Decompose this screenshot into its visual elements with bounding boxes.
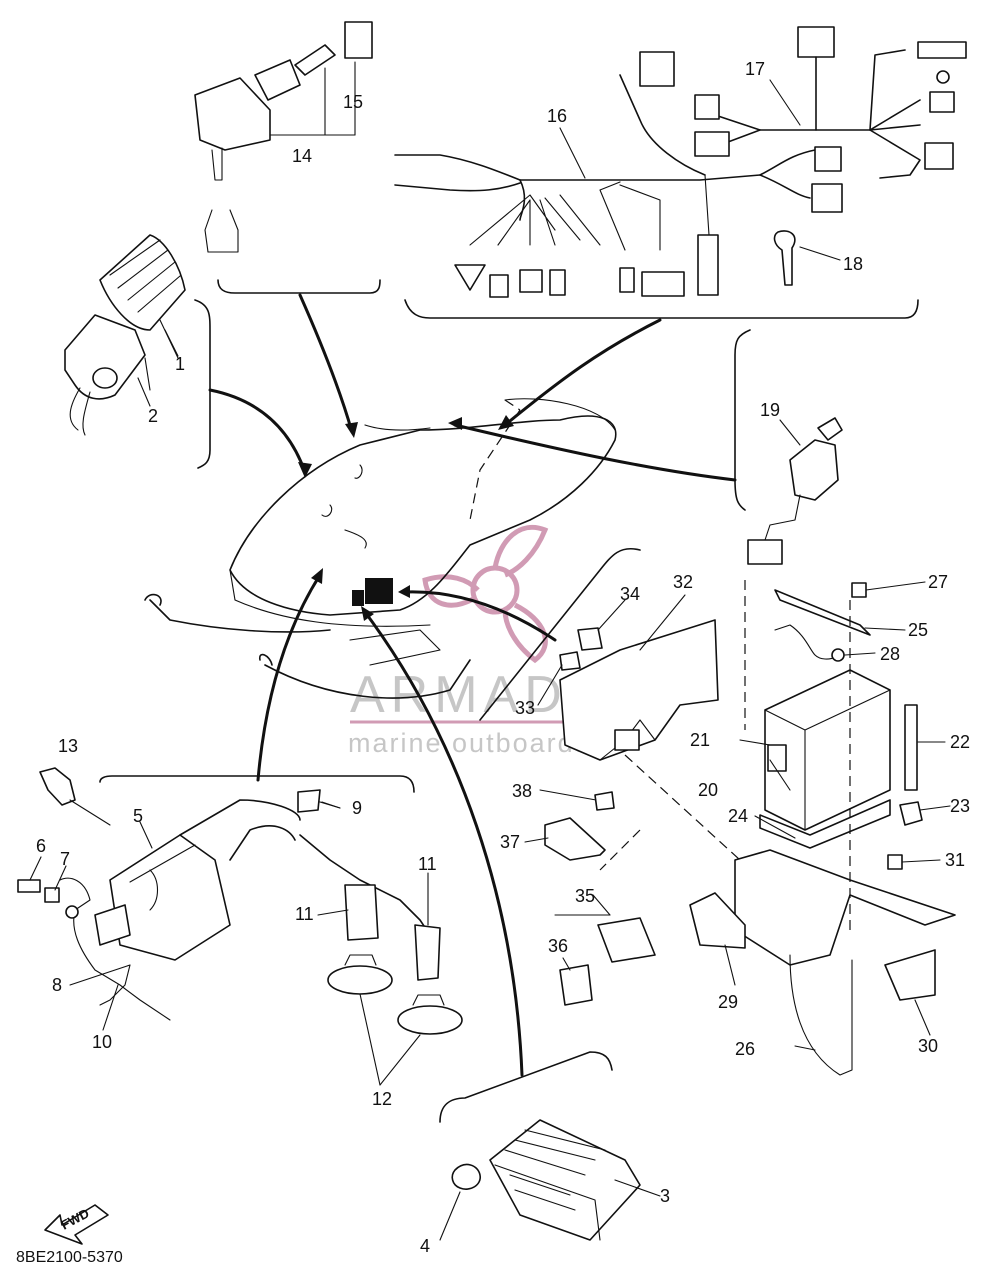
callout-7: 7: [60, 849, 70, 869]
callout-32: 32: [673, 572, 693, 592]
callout-4: 4: [420, 1236, 430, 1256]
callout-1: 1: [175, 354, 185, 374]
callout-2: 2: [148, 406, 158, 426]
callout-29: 29: [718, 992, 738, 1012]
callout-labels: 1 2 3 4 5 6 7 8 9 10 11 11 12 13 14 15 1…: [36, 59, 970, 1256]
callout-12: 12: [372, 1089, 392, 1109]
callout-38: 38: [512, 781, 532, 801]
callout-27: 27: [928, 572, 948, 592]
callout-9: 9: [352, 798, 362, 818]
relay-bracket-assembly: [544, 619, 741, 1006]
callout-37: 37: [500, 832, 520, 852]
callout-20: 20: [698, 780, 718, 800]
callout-6: 6: [36, 836, 46, 856]
callout-19: 19: [760, 400, 780, 420]
battery-assembly: [689, 580, 956, 1076]
ignition-coil-assembly: [17, 767, 463, 1035]
callout-13: 13: [58, 736, 78, 756]
callout-16: 16: [547, 106, 567, 126]
snowmobile-outline: [144, 398, 617, 699]
callout-11a: 11: [295, 904, 314, 924]
callout-35: 35: [575, 886, 595, 906]
watermark-subtitle: marine outboards: [348, 728, 590, 758]
callout-34: 34: [620, 584, 640, 604]
callout-25: 25: [908, 620, 928, 640]
handlebar-switch: [64, 234, 186, 436]
callout-23: 23: [950, 796, 970, 816]
callout-11b: 11: [418, 854, 437, 874]
main-switch: [194, 21, 373, 253]
callout-10: 10: [92, 1032, 112, 1052]
callout-30: 30: [918, 1036, 938, 1056]
callout-24: 24: [728, 806, 748, 826]
diagram-code: 8BE2100-5370: [16, 1249, 123, 1266]
callout-17: 17: [745, 59, 765, 79]
connection-arrows: [208, 293, 737, 1077]
callout-31: 31: [945, 850, 965, 870]
rectifier-regulator: [451, 1119, 641, 1241]
wire-harness: [394, 26, 967, 298]
watermark: ARMADA marine outboards: [348, 524, 650, 758]
stop-switch: [747, 417, 843, 565]
callout-22: 22: [950, 732, 970, 752]
callout-28: 28: [880, 644, 900, 664]
callout-21: 21: [690, 730, 710, 750]
callout-18: 18: [843, 254, 863, 274]
callout-5: 5: [133, 806, 143, 826]
watermark-propeller-logo: [422, 524, 549, 664]
callout-14: 14: [292, 146, 312, 166]
callout-36: 36: [548, 936, 568, 956]
callout-33: 33: [515, 698, 535, 718]
callout-3: 3: [660, 1186, 670, 1206]
callout-15: 15: [343, 92, 363, 112]
leader-lines: [29, 329, 951, 1241]
callout-8: 8: [52, 975, 62, 995]
fwd-arrow-icon: FWD: [44, 1204, 109, 1245]
callout-26: 26: [735, 1039, 755, 1059]
